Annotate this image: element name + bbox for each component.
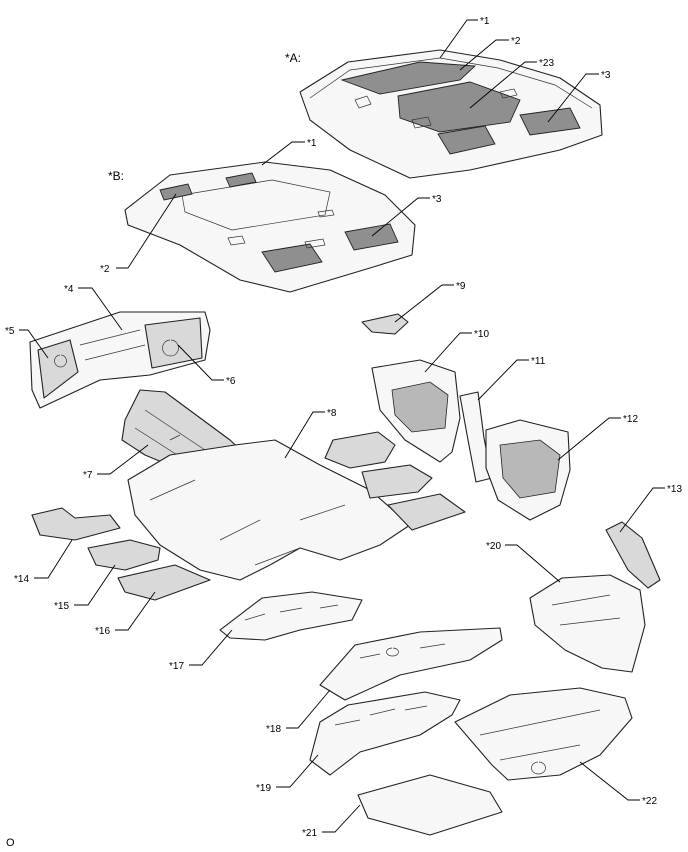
callout-4: *4 (64, 284, 74, 295)
rear-floor-silencer-upper (324, 431, 396, 469)
callout-20: *20 (486, 541, 501, 552)
floor-silencer-15 (87, 539, 161, 571)
callout-8: *8 (327, 408, 337, 419)
callout-3-b: *3 (432, 194, 442, 205)
headliner-a-pad-3-right (519, 107, 581, 136)
dash-insulator-part-5 (37, 339, 79, 399)
rear-floor-silencer-middle (361, 464, 433, 499)
group-label-a: *A: (285, 51, 301, 65)
headliner-a-pad-23 (397, 81, 521, 133)
callout-1-b: *1 (307, 138, 317, 149)
headliner-a-pad-3-left (437, 125, 496, 155)
headliner-b-pad-2-right (225, 172, 257, 188)
footer-code: O (6, 837, 15, 849)
callout-17: *17 (169, 661, 184, 672)
callout-6: *6 (226, 376, 236, 387)
floor-under-insulator-17 (219, 591, 363, 641)
headliner-b-pad-3-right (344, 223, 399, 251)
rear-door-trim-silencer-12 (485, 419, 571, 521)
package-tray-insulator-18 (319, 627, 503, 701)
rear-seat-insulator-19 (309, 691, 461, 776)
floor-carpet (127, 439, 411, 581)
callout-13: *13 (667, 484, 682, 495)
rear-floor-silencer-lower (387, 493, 466, 531)
leader-lines (19, 19, 665, 833)
floor-silencer-16 (117, 564, 211, 601)
headliner-b-pad-2-left (159, 183, 193, 201)
callout-3-a: *3 (601, 70, 611, 81)
callout-12: *12 (623, 414, 638, 425)
headliner-b-pad-3-left (261, 243, 323, 273)
callout-16: *16 (95, 626, 110, 637)
roof-headliner-a (299, 49, 603, 179)
luggage-floor-mat-21 (357, 774, 503, 836)
callout-22: *22 (642, 796, 657, 807)
callout-15: *15 (54, 601, 69, 612)
callout-9: *9 (456, 281, 466, 292)
callout-2-b: *2 (100, 264, 110, 275)
luggage-compartment-trim-22 (454, 687, 633, 781)
callout-10: *10 (474, 329, 489, 340)
callout-2-a: *2 (511, 36, 521, 47)
pillar-garnish-silencer-9 (361, 313, 409, 335)
callout-19: *19 (256, 783, 271, 794)
roof-headliner-b (124, 161, 416, 293)
quarter-trim-insulator-20 (529, 574, 646, 673)
headliner-a-pad-2 (340, 61, 477, 95)
dash-panel-insulator (29, 311, 211, 409)
callout-5: *5 (5, 326, 15, 337)
callout-14: *14 (14, 574, 29, 585)
callout-18: *18 (266, 724, 281, 735)
group-label-b: *B: (108, 169, 124, 183)
front-floor-silencer-14 (31, 507, 121, 541)
callout-21: *21 (302, 828, 317, 839)
callout-1-a: *1 (480, 16, 490, 27)
callout-7: *7 (83, 470, 93, 481)
callout-11: *11 (531, 356, 546, 367)
callout-23: *23 (539, 58, 554, 69)
quarter-panel-silencer-13 (605, 521, 661, 589)
